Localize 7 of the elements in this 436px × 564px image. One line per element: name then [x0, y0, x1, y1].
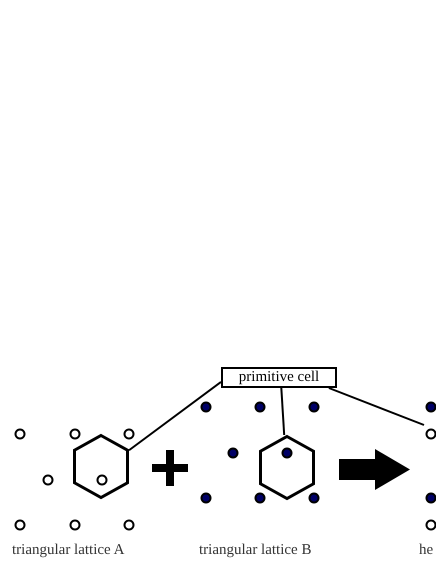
- leader-line: [128, 381, 222, 452]
- label-box: primitive cell: [221, 367, 337, 388]
- caption-text: triangular lattice B: [199, 541, 312, 559]
- caption-text: he: [419, 541, 434, 559]
- caption-text: triangular lattice A: [12, 541, 124, 559]
- leader-line: [328, 387, 424, 426]
- leader-line: [280, 388, 286, 436]
